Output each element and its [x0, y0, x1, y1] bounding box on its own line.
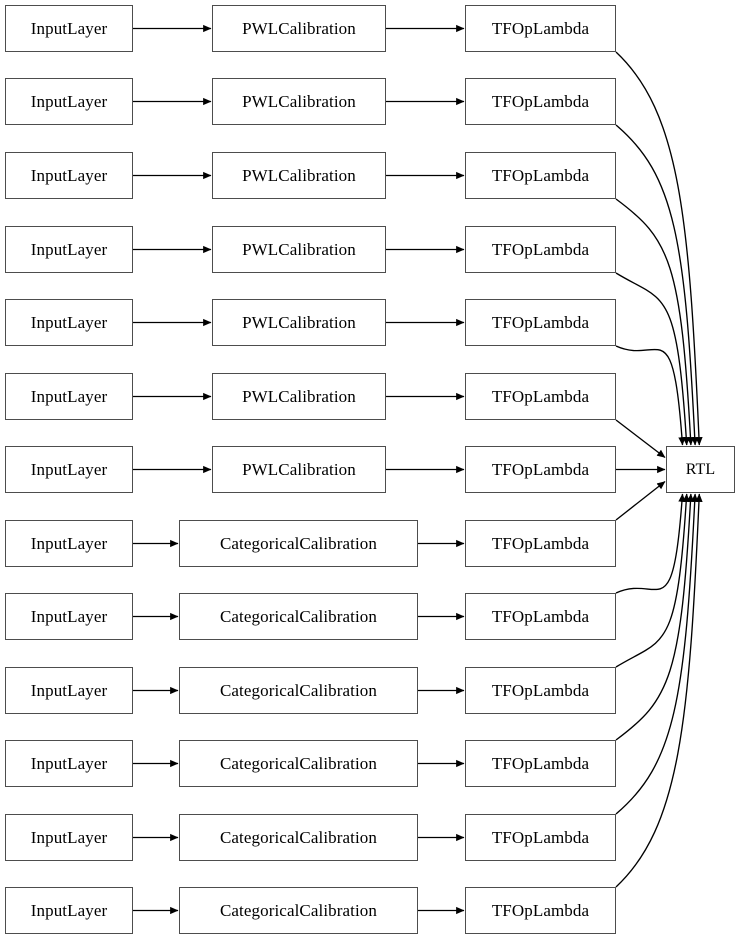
input-layer-node-label: InputLayer	[30, 681, 108, 700]
categorical-calibration-node-label: CategoricalCalibration	[219, 754, 378, 773]
rtl-node-label: RTL	[685, 460, 716, 478]
categorical-calibration-node-label: CategoricalCalibration	[219, 901, 378, 920]
tf-op-lambda-node[interactable]: TFOpLambda	[465, 78, 616, 125]
pwl-calibration-node-label: PWLCalibration	[242, 240, 356, 259]
input-layer-node[interactable]: InputLayer	[5, 78, 133, 125]
tf-op-lambda-node[interactable]: TFOpLambda	[465, 446, 616, 493]
input-layer-node[interactable]: InputLayer	[5, 520, 133, 567]
tf-op-lambda-node[interactable]: TFOpLambda	[465, 5, 616, 52]
tf-op-lambda-node-label: TFOpLambda	[491, 534, 590, 553]
pwl-calibration-node-label: PWLCalibration	[242, 19, 356, 38]
pwl-calibration-node[interactable]: PWLCalibration	[212, 152, 386, 199]
categorical-calibration-node[interactable]: CategoricalCalibration	[179, 740, 418, 787]
input-layer-node[interactable]: InputLayer	[5, 373, 133, 420]
rtl-node[interactable]: RTL	[666, 446, 735, 493]
pwl-calibration-node-label: PWLCalibration	[242, 387, 356, 406]
input-layer-node[interactable]: InputLayer	[5, 887, 133, 934]
pwl-calibration-node[interactable]: PWLCalibration	[212, 226, 386, 273]
categorical-calibration-node-label: CategoricalCalibration	[219, 681, 378, 700]
categorical-calibration-node[interactable]: CategoricalCalibration	[179, 814, 418, 861]
categorical-calibration-node[interactable]: CategoricalCalibration	[179, 520, 418, 567]
categorical-calibration-node[interactable]: CategoricalCalibration	[179, 667, 418, 714]
tf-op-lambda-node[interactable]: TFOpLambda	[465, 593, 616, 640]
input-layer-node[interactable]: InputLayer	[5, 152, 133, 199]
pwl-calibration-node[interactable]: PWLCalibration	[212, 299, 386, 346]
input-layer-node[interactable]: InputLayer	[5, 814, 133, 861]
tf-op-lambda-node[interactable]: TFOpLambda	[465, 814, 616, 861]
input-layer-node[interactable]: InputLayer	[5, 446, 133, 493]
tf-op-lambda-node-label: TFOpLambda	[491, 460, 590, 479]
tf-op-lambda-node-label: TFOpLambda	[491, 92, 590, 111]
input-layer-node-label: InputLayer	[30, 460, 108, 479]
input-layer-node-label: InputLayer	[30, 828, 108, 847]
pwl-calibration-node[interactable]: PWLCalibration	[212, 373, 386, 420]
tf-op-lambda-node-label: TFOpLambda	[491, 313, 590, 332]
input-layer-node-label: InputLayer	[30, 534, 108, 553]
pwl-calibration-node-label: PWLCalibration	[242, 92, 356, 111]
input-layer-node-label: InputLayer	[30, 166, 108, 185]
pwl-calibration-node-label: PWLCalibration	[242, 460, 356, 479]
pwl-calibration-node[interactable]: PWLCalibration	[212, 78, 386, 125]
input-layer-node-label: InputLayer	[30, 387, 108, 406]
tf-op-lambda-node[interactable]: TFOpLambda	[465, 887, 616, 934]
tf-op-lambda-node-label: TFOpLambda	[491, 166, 590, 185]
tf-op-lambda-node-label: TFOpLambda	[491, 681, 590, 700]
input-layer-node-label: InputLayer	[30, 313, 108, 332]
input-layer-node[interactable]: InputLayer	[5, 593, 133, 640]
tf-op-lambda-node-label: TFOpLambda	[491, 828, 590, 847]
tf-op-lambda-node[interactable]: TFOpLambda	[465, 373, 616, 420]
categorical-calibration-node-label: CategoricalCalibration	[219, 828, 378, 847]
pwl-calibration-node-label: PWLCalibration	[242, 166, 356, 185]
categorical-calibration-node[interactable]: CategoricalCalibration	[179, 593, 418, 640]
tf-op-lambda-node-label: TFOpLambda	[491, 19, 590, 38]
tf-op-lambda-node-label: TFOpLambda	[491, 607, 590, 626]
input-layer-node-label: InputLayer	[30, 19, 108, 38]
input-layer-node[interactable]: InputLayer	[5, 667, 133, 714]
tf-op-lambda-node-label: TFOpLambda	[491, 754, 590, 773]
input-layer-node-label: InputLayer	[30, 92, 108, 111]
pwl-calibration-node[interactable]: PWLCalibration	[212, 5, 386, 52]
categorical-calibration-node-label: CategoricalCalibration	[219, 607, 378, 626]
tf-op-lambda-node[interactable]: TFOpLambda	[465, 152, 616, 199]
tf-op-lambda-node[interactable]: TFOpLambda	[465, 667, 616, 714]
categorical-calibration-node[interactable]: CategoricalCalibration	[179, 887, 418, 934]
input-layer-node-label: InputLayer	[30, 240, 108, 259]
input-layer-node-label: InputLayer	[30, 901, 108, 920]
tf-op-lambda-node-label: TFOpLambda	[491, 240, 590, 259]
tf-op-lambda-node[interactable]: TFOpLambda	[465, 226, 616, 273]
tf-op-lambda-node[interactable]: TFOpLambda	[465, 740, 616, 787]
categorical-calibration-node-label: CategoricalCalibration	[219, 534, 378, 553]
tf-op-lambda-node-label: TFOpLambda	[491, 901, 590, 920]
input-layer-node-label: InputLayer	[30, 607, 108, 626]
tf-op-lambda-node[interactable]: TFOpLambda	[465, 520, 616, 567]
input-layer-node[interactable]: InputLayer	[5, 740, 133, 787]
input-layer-node[interactable]: InputLayer	[5, 299, 133, 346]
tf-op-lambda-node-label: TFOpLambda	[491, 387, 590, 406]
pwl-calibration-node[interactable]: PWLCalibration	[212, 446, 386, 493]
pwl-calibration-node-label: PWLCalibration	[242, 313, 356, 332]
input-layer-node[interactable]: InputLayer	[5, 226, 133, 273]
input-layer-node-label: InputLayer	[30, 754, 108, 773]
tf-op-lambda-node[interactable]: TFOpLambda	[465, 299, 616, 346]
input-layer-node[interactable]: InputLayer	[5, 5, 133, 52]
